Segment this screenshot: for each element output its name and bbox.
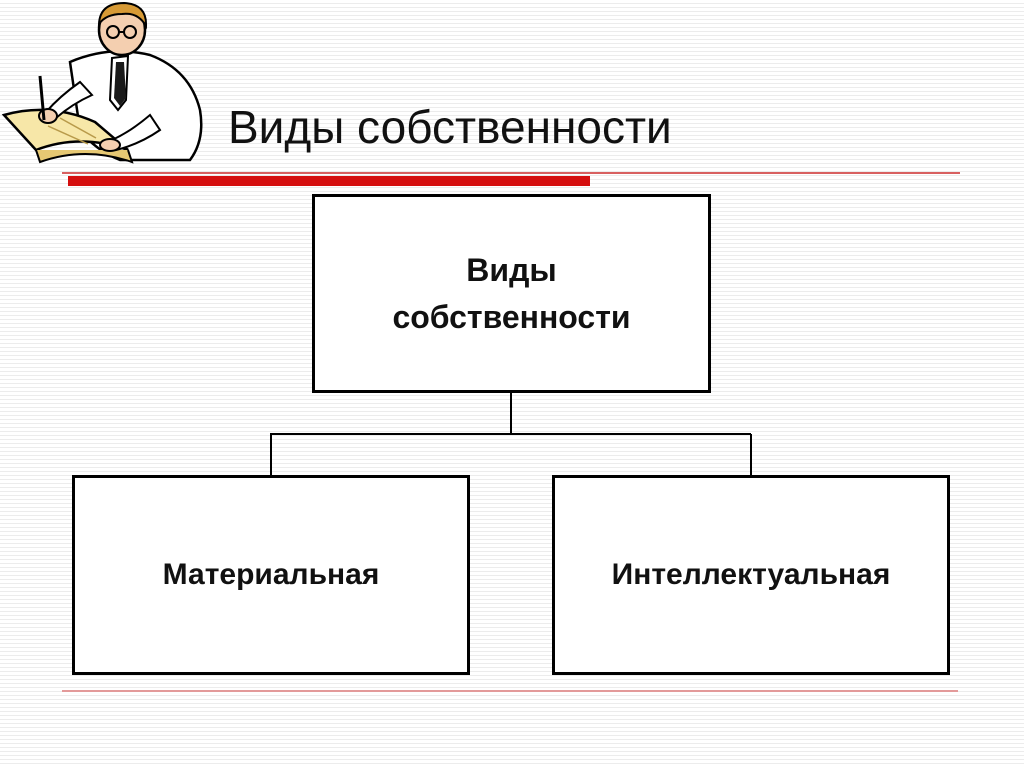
root-node: Виды собственности (312, 194, 711, 393)
child-node-intellectual-label: Интеллектуальная (611, 558, 891, 591)
child-node-intellectual: Интеллектуальная (552, 475, 950, 675)
title-underline-thin (62, 172, 960, 174)
slide-title: Виды собственности (228, 101, 672, 153)
root-node-label-line2: собственности (392, 298, 631, 335)
bottom-divider (62, 690, 958, 692)
root-node-label-line1: Виды (466, 252, 557, 289)
child-node-material: Материальная (72, 475, 470, 675)
child-node-material-label: Материальная (162, 558, 380, 591)
scholar-writing-icon (1, 1, 203, 164)
title-underline-thick (68, 176, 590, 186)
